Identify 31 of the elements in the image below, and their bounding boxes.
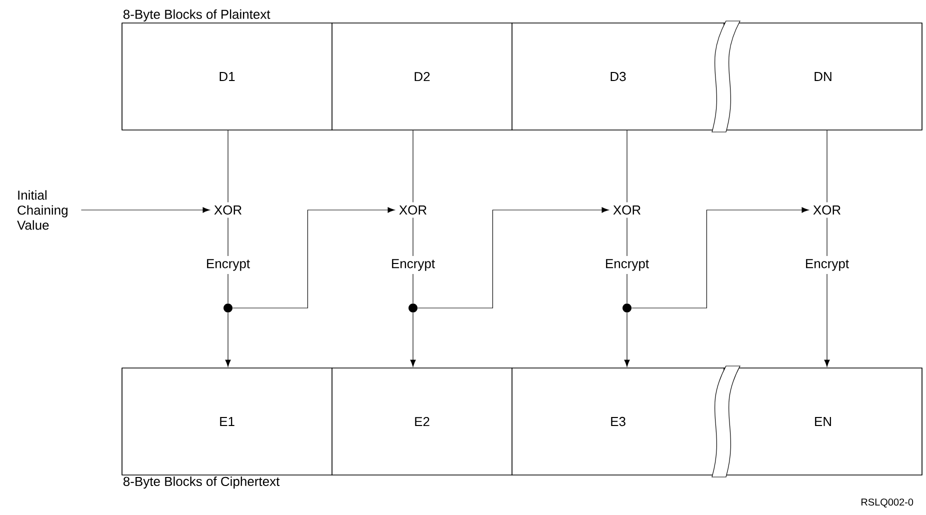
operation-label: XOR (399, 205, 426, 215)
arrow (225, 312, 231, 367)
operation-label: Encrypt (606, 259, 649, 271)
junction-dot (408, 304, 418, 312)
arrow (410, 312, 416, 367)
connector-line (826, 130, 828, 202)
arrow (624, 312, 630, 367)
arrow (631, 207, 809, 308)
junction-dot (224, 304, 232, 312)
connector-line (412, 274, 414, 304)
arrow (417, 207, 609, 308)
band-heading: 8-Byte Blocks of Ciphertext (123, 476, 280, 489)
band-heading: 8-Byte Blocks of Plaintext (123, 9, 270, 22)
operation-label: Encrypt (392, 259, 435, 271)
connector-line (626, 130, 628, 202)
operation-label: Encrypt (207, 259, 250, 271)
arrow (824, 274, 830, 367)
operation-label: XOR (613, 205, 640, 215)
connector-line (626, 218, 628, 256)
connector-line (412, 130, 414, 202)
operation-label: XOR (813, 205, 840, 215)
arrow (80, 207, 210, 213)
junction-dot (622, 304, 632, 312)
connector-line (412, 218, 414, 256)
connector-line (626, 274, 628, 304)
operation-label: Encrypt (806, 259, 849, 271)
connector-line (826, 218, 828, 256)
input-label: Initial Chaining Value (17, 190, 68, 230)
arrow (232, 207, 395, 308)
figure-code: RSLQ002-0 (861, 498, 914, 508)
operation-label: XOR (214, 205, 242, 215)
